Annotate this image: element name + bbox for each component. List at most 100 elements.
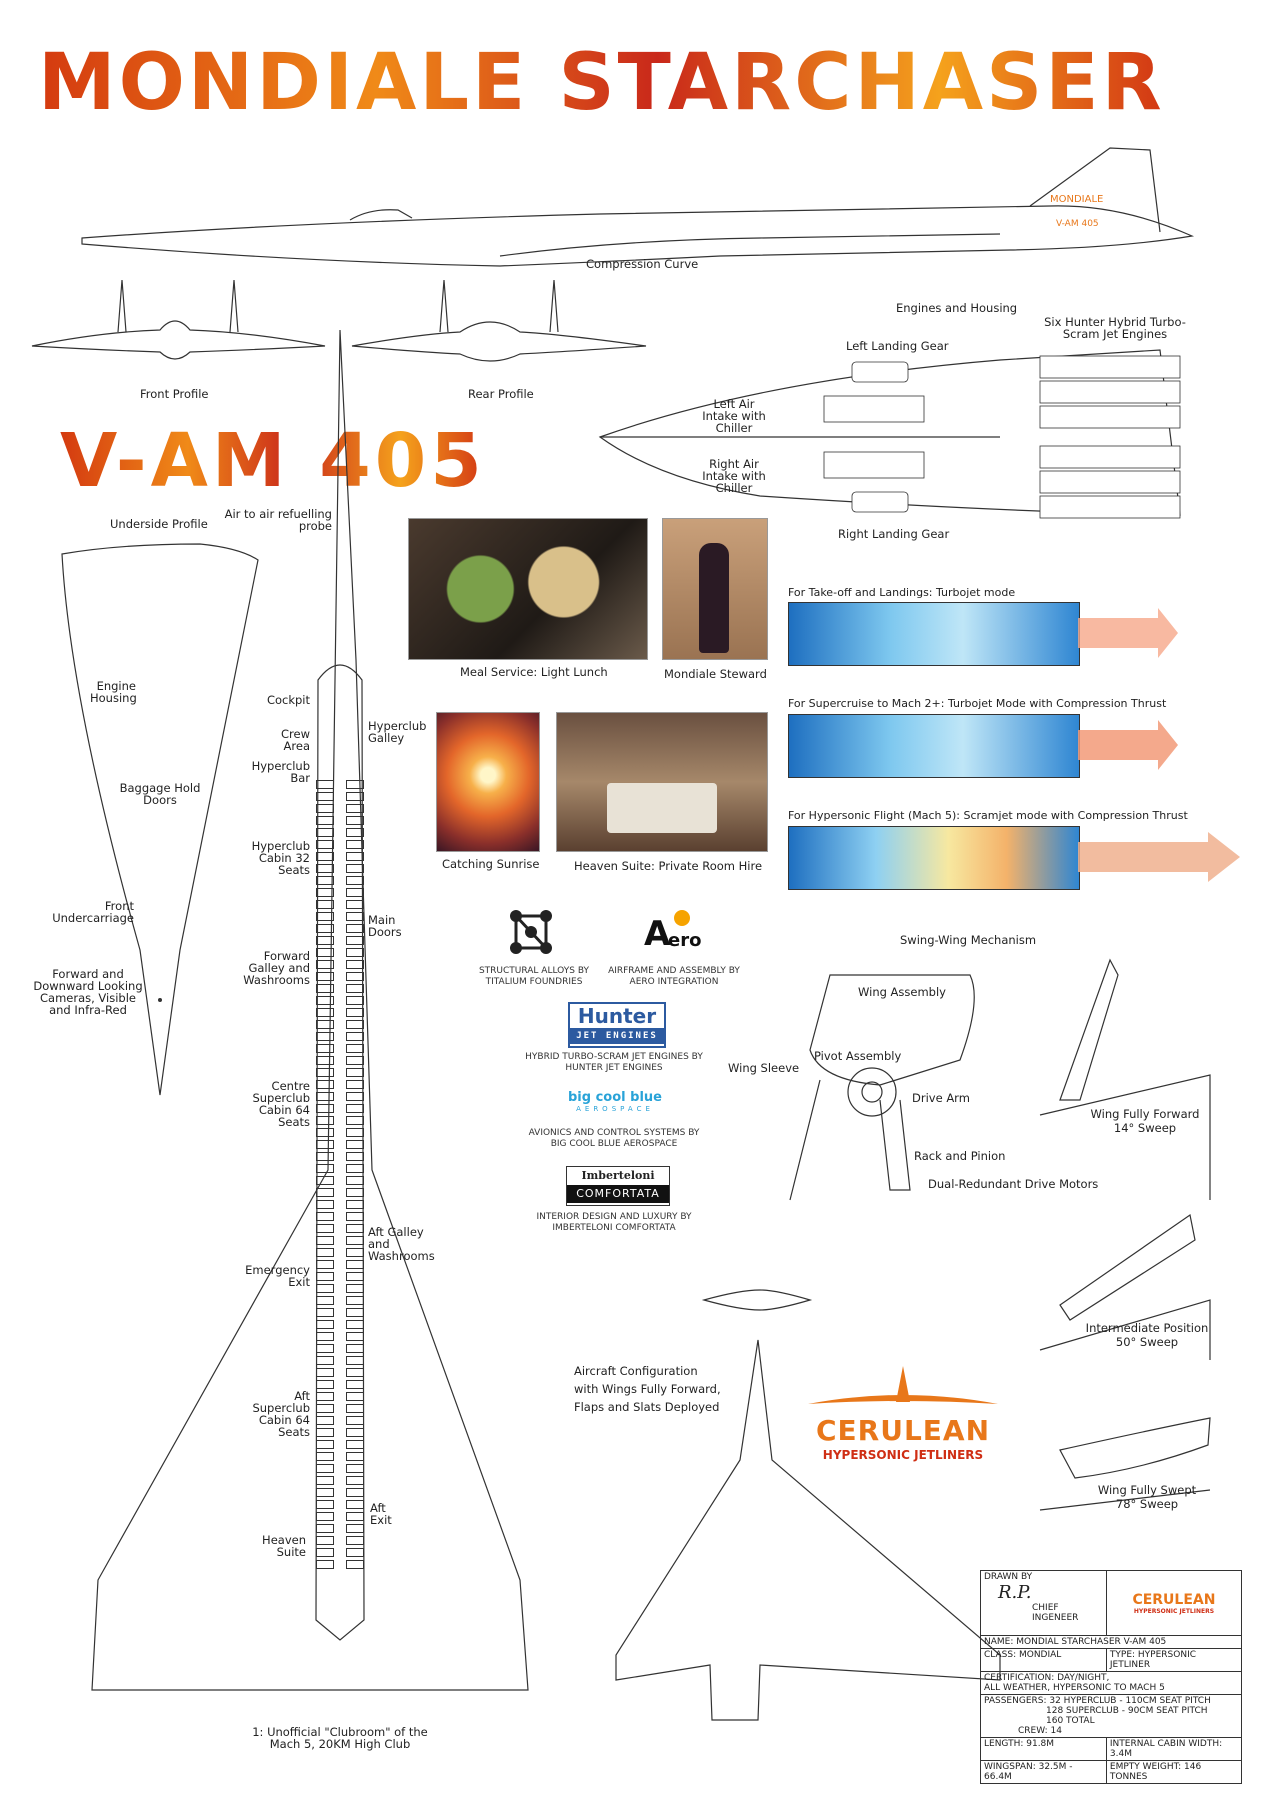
tail-logo-text: MONDIALE	[1050, 194, 1104, 205]
aero-logo: A ero	[640, 910, 704, 958]
seat-row	[314, 1512, 366, 1521]
wing-swept-label: Wing Fully Swept	[1097, 1483, 1197, 1497]
seat-row	[314, 1020, 366, 1029]
seat-row	[314, 804, 366, 813]
tb-crew: CREW: 14	[1018, 1726, 1062, 1736]
tb-type: TYPE: HYPERSONIC JETLINER	[1105, 1648, 1243, 1672]
front-profile-label: Front Profile	[140, 387, 209, 401]
seat-row	[314, 1536, 366, 1545]
seat-row	[314, 828, 366, 837]
seat-row	[314, 996, 366, 1005]
seat-row	[314, 1488, 366, 1497]
model-title: V-AM 405	[60, 418, 486, 504]
cabin-seating	[314, 780, 366, 1580]
seat-row	[314, 888, 366, 897]
seat-row	[314, 1392, 366, 1401]
chief-role: CHIEF INGENEER	[1032, 1603, 1079, 1623]
mode-hypersonic-label: For Hypersonic Flight (Mach 5): Scramjet…	[788, 809, 1188, 822]
hyperclub-cabin-label: Hyperclub Cabin 32 Seats	[251, 839, 310, 877]
seat-row	[314, 1332, 366, 1341]
seat-row	[314, 1248, 366, 1257]
hunter-logo: Hunter JET ENGINES	[568, 1002, 666, 1048]
wing-swept-sweep: 78° Sweep	[1115, 1497, 1179, 1511]
aero-logo-text: ero	[668, 930, 702, 951]
seat-row	[314, 1044, 366, 1053]
right-intake-label: Right Air Intake with Chiller	[702, 457, 766, 495]
suite-caption: Heaven Suite: Private Room Hire	[574, 859, 763, 873]
lunch-photo	[408, 518, 648, 660]
seat-row	[314, 1404, 366, 1413]
drive-motors-label: Dual-Redundant Drive Motors	[928, 1177, 1099, 1191]
seat-row	[314, 1260, 366, 1269]
seat-row	[314, 1356, 366, 1365]
tb-brand-name: CERULEAN	[1132, 1591, 1216, 1608]
sunrise-photo	[436, 712, 540, 852]
probe-label: Air to air refuelling probe	[224, 507, 332, 533]
seat-row	[314, 1176, 366, 1185]
swing-wing-heading: Swing-Wing Mechanism	[900, 933, 1037, 947]
wing-intermediate-sweep: 50° Sweep	[1115, 1335, 1179, 1349]
aft-galley-label: Aft Galley and Washrooms	[368, 1225, 435, 1263]
seat-row	[314, 780, 366, 789]
tb-class: CLASS: MONDIAL	[980, 1648, 1107, 1672]
seat-row	[314, 864, 366, 873]
aft-exit-label: Aft Exit	[370, 1501, 392, 1527]
seat-row	[314, 1032, 366, 1041]
seat-row	[314, 1500, 366, 1509]
seat-row	[314, 1320, 366, 1329]
seat-row	[314, 1128, 366, 1137]
seat-row	[314, 1380, 366, 1389]
wing-forward-sweep: 14° Sweep	[1113, 1121, 1177, 1135]
cerulean-name: CERULEAN	[815, 1414, 991, 1447]
titalium-molecule-icon	[510, 910, 552, 954]
seat-row	[314, 1164, 366, 1173]
crew-area-label: Crew Area	[281, 727, 310, 753]
bigcoolblue-caption: AVIONICS AND CONTROL SYSTEMS BY BIG COOL…	[528, 1128, 700, 1149]
engine-housing-label: Engine Housing	[90, 679, 137, 705]
left-gear-label: Left Landing Gear	[846, 339, 949, 353]
bigcoolblue-logo: big cool blue AEROSPACE	[568, 1090, 662, 1122]
seat-row	[314, 1116, 366, 1125]
seat-row	[314, 936, 366, 945]
bigcoolblue-logo-text: big cool blue	[568, 1090, 662, 1105]
tb-brand-tagline: HYPERSONIC JETLINERS	[1133, 1607, 1215, 1615]
seat-row	[314, 1464, 366, 1473]
seat-row	[314, 1272, 366, 1281]
six-engines-label: Six Hunter Hybrid Turbo-Scram Jet Engine…	[1044, 315, 1186, 341]
imberteloni-logo-text: Imberteloni	[581, 1169, 655, 1182]
tb-wingspan: WINGSPAN: 32.5M - 66.4M	[980, 1760, 1107, 1784]
seat-row	[314, 1008, 366, 1017]
seat-row	[314, 1452, 366, 1461]
seat-row	[314, 1368, 366, 1377]
seat-row	[314, 1416, 366, 1425]
mode-supercruise-diagram	[788, 714, 1080, 778]
tb-length: LENGTH: 91.8M	[980, 1737, 1107, 1761]
tail-code-text: V-AM 405	[1056, 219, 1099, 229]
seat-row	[314, 876, 366, 885]
aft-cabin-label: Aft Superclub Cabin 64 Seats	[252, 1389, 310, 1439]
left-intake-label: Left Air Intake with Chiller	[702, 397, 766, 435]
seat-row	[314, 1560, 366, 1569]
seat-row	[314, 1104, 366, 1113]
seat-row	[314, 1308, 366, 1317]
seat-row	[314, 1068, 366, 1077]
bigcoolblue-logo-sub: AEROSPACE	[576, 1105, 654, 1113]
seat-row	[314, 1080, 366, 1089]
seat-row	[314, 792, 366, 801]
wing-assembly-label: Wing Assembly	[858, 985, 946, 999]
seat-row	[314, 1140, 366, 1149]
seat-row	[314, 1428, 366, 1437]
seat-row	[314, 948, 366, 957]
rack-pinion-label: Rack and Pinion	[914, 1149, 1006, 1163]
hunter-caption: HYBRID TURBO-SCRAM JET ENGINES BY HUNTER…	[525, 1052, 703, 1073]
seat-row	[314, 816, 366, 825]
config-caption: Aircraft Configuration with Wings Fully …	[574, 1364, 721, 1414]
seat-row	[314, 1224, 366, 1233]
seat-row	[314, 1524, 366, 1533]
seat-row	[314, 1056, 366, 1065]
emergency-exit-label: Emergency Exit	[245, 1263, 310, 1289]
seat-row	[314, 1188, 366, 1197]
tb-cert1: CERTIFICATION: DAY/NIGHT,	[984, 1673, 1110, 1683]
seat-row	[314, 1548, 366, 1557]
front-undercarriage-label: Front Undercarriage	[52, 899, 134, 925]
